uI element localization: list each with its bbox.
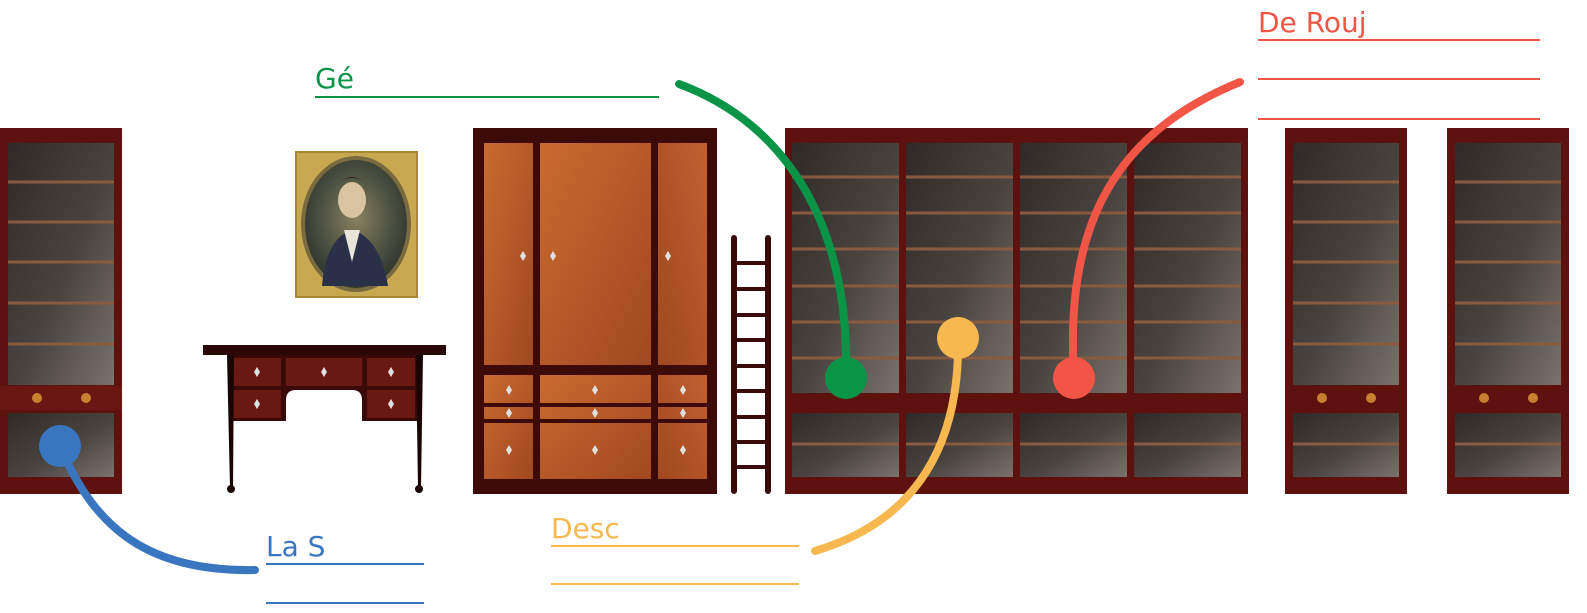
right-vitrine-2 bbox=[1447, 128, 1569, 494]
callout-green-label: Gé bbox=[315, 62, 354, 95]
callout-blue[interactable]: La S bbox=[39, 425, 424, 604]
callout-green[interactable]: Gé bbox=[315, 62, 867, 399]
callout-yellow-label: Desc bbox=[551, 512, 620, 545]
large-bookcase bbox=[785, 128, 1248, 494]
callout-yellow-marker[interactable] bbox=[937, 317, 979, 359]
callout-red[interactable]: De Rouj bbox=[1053, 6, 1540, 399]
right-vitrine-1 bbox=[1285, 128, 1407, 494]
callout-red-label: De Rouj bbox=[1258, 6, 1367, 39]
callout-yellow[interactable]: Desc bbox=[551, 317, 979, 585]
callout-blue-marker[interactable] bbox=[39, 425, 81, 467]
callout-red-marker[interactable] bbox=[1053, 357, 1095, 399]
portrait bbox=[295, 151, 418, 298]
wardrobe bbox=[473, 128, 717, 494]
callout-blue-label: La S bbox=[266, 530, 325, 563]
callout-green-marker[interactable] bbox=[825, 357, 867, 399]
left-vitrine bbox=[0, 128, 122, 494]
library-ladder bbox=[731, 235, 771, 494]
writing-desk bbox=[203, 345, 446, 493]
